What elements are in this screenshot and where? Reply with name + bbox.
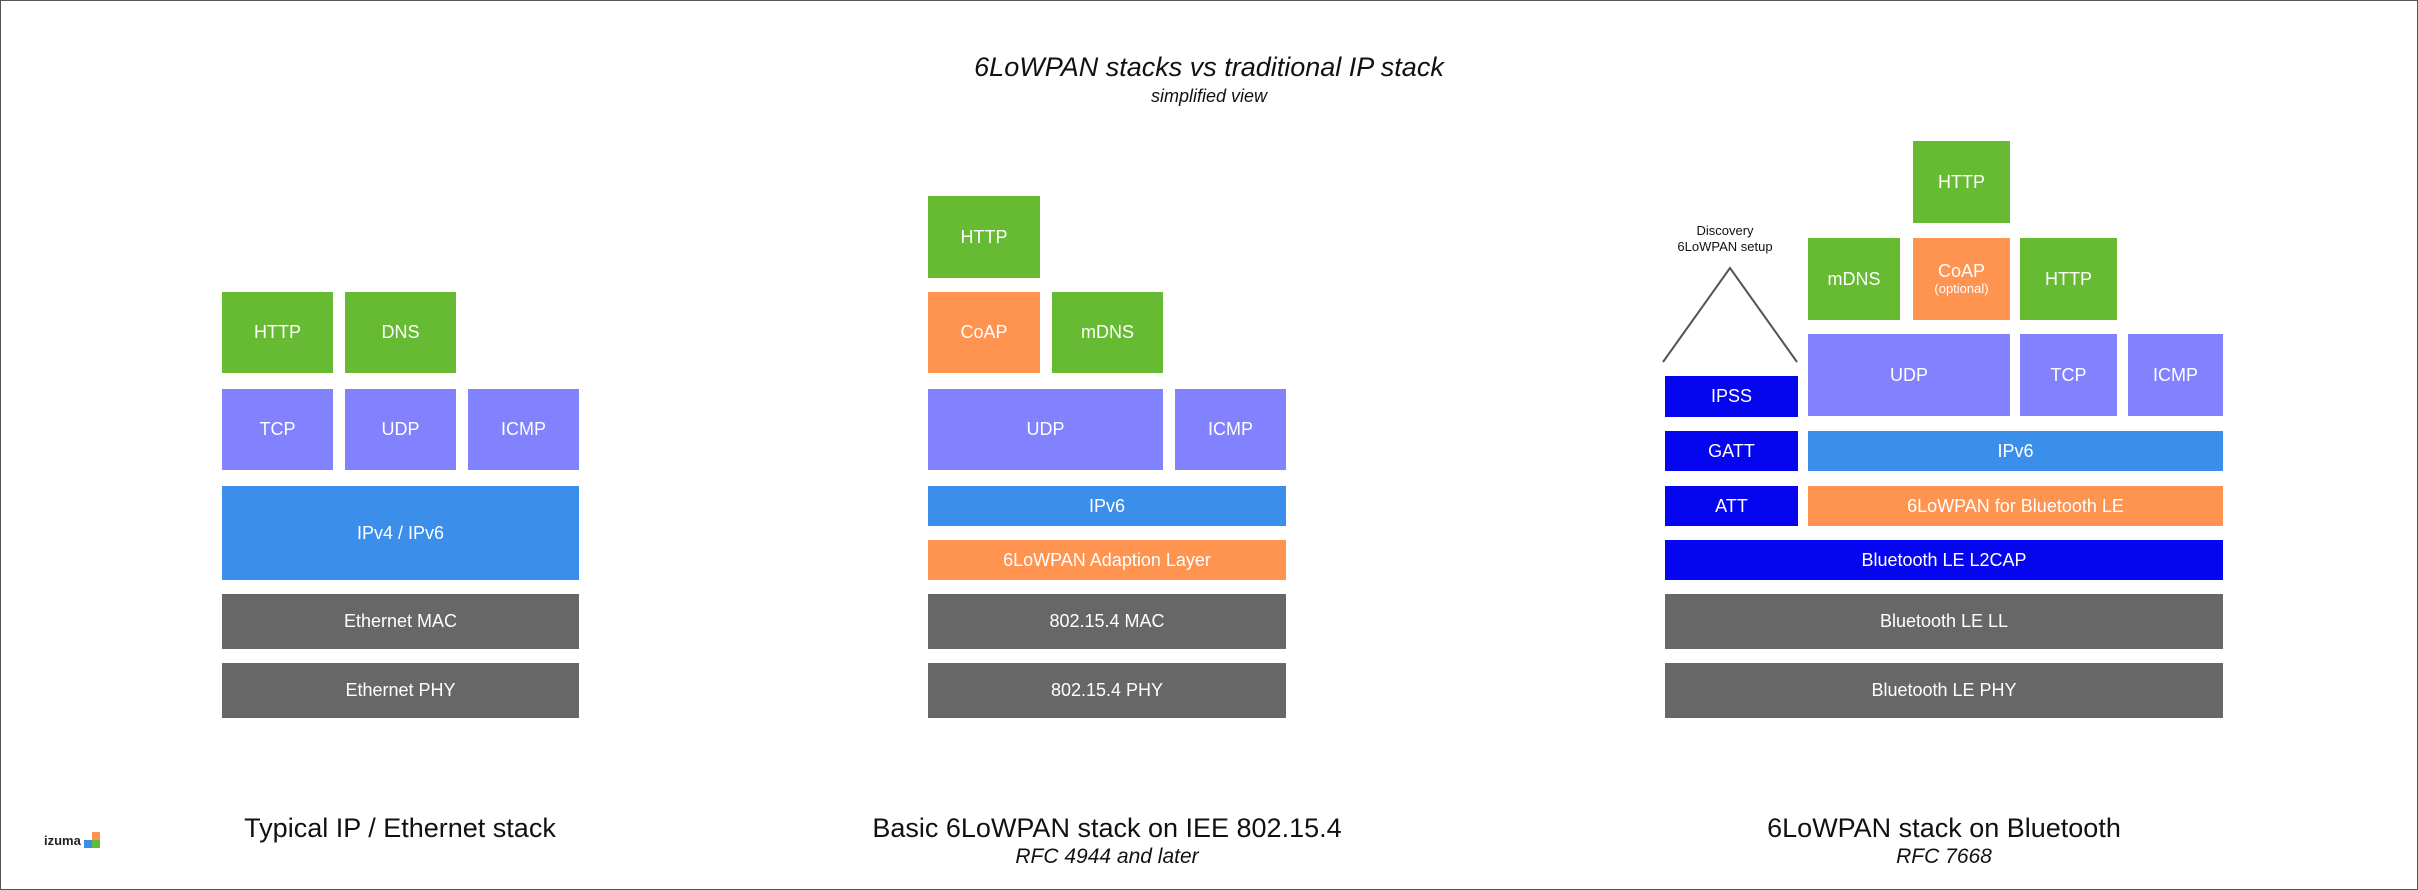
diagram-subtitle: simplified view [1150,86,1268,106]
block-udp: UDP [345,389,456,470]
block-ipss: IPSS [1665,376,1798,417]
izuma-logo: izuma [44,832,100,848]
block-6lowpan-adaption: 6LoWPAN Adaption Layer [928,540,1286,580]
block-http: HTTP [222,292,333,373]
block-tcp: TCP [2020,334,2117,416]
logo-mark-icon [83,832,100,848]
block-ble-phy: Bluetooth LE PHY [1665,663,2223,718]
block-ble-l2cap: Bluetooth LE L2CAP [1665,540,2223,580]
block-mdns: mDNS [1808,238,1900,320]
caption-sub-rfc4944: RFC 4944 and later [1015,845,1199,868]
block-icmp: ICMP [468,389,579,470]
block-dns: DNS [345,292,456,373]
diagram-title: 6LoWPAN stacks vs traditional IP stack [974,52,1444,82]
block-gatt: GATT [1665,431,1798,471]
discovery-label: Discovery 6LoWPAN setup [1650,223,1800,256]
block-mdns: mDNS [1052,292,1163,373]
block-coap: CoAP [928,292,1040,373]
block-802154-mac: 802.15.4 MAC [928,594,1286,649]
discovery-label-line1: Discovery [1696,223,1754,238]
block-coap-note: (optional) [1934,280,1989,296]
block-coap: CoAP (optional) [1913,238,2010,320]
block-http: HTTP [928,196,1040,278]
block-http: HTTP [2020,238,2117,320]
caption-6lowpan-bluetooth: 6LoWPAN stack on Bluetooth [1767,813,2121,843]
discovery-label-line2: 6LoWPAN setup [1677,239,1773,255]
block-ethernet-phy: Ethernet PHY [222,663,579,718]
block-ipv6: IPv6 [928,486,1286,526]
block-udp: UDP [928,389,1163,470]
block-802154-phy: 802.15.4 PHY [928,663,1286,718]
block-ipv4-ipv6: IPv4 / IPv6 [222,486,579,580]
block-6lowpan-ble: 6LoWPAN for Bluetooth LE [1808,486,2223,526]
block-ble-ll: Bluetooth LE LL [1665,594,2223,649]
block-icmp: ICMP [1175,389,1286,470]
block-icmp: ICMP [2128,334,2223,416]
discovery-arrow-icon [1662,266,1798,363]
caption-ip-ethernet: Typical IP / Ethernet stack [244,813,556,843]
block-ethernet-mac: Ethernet MAC [222,594,579,649]
block-udp: UDP [1808,334,2010,416]
block-http-top: HTTP [1913,141,2010,223]
block-tcp: TCP [222,389,333,470]
caption-sub-rfc7668: RFC 7668 [1896,845,1992,868]
caption-6lowpan-802154: Basic 6LoWPAN stack on IEE 802.15.4 [872,813,1342,843]
block-coap-label: CoAP [1937,261,1986,282]
logo-text: izuma [44,832,81,848]
block-ipv6: IPv6 [1808,431,2223,471]
block-att: ATT [1665,486,1798,526]
